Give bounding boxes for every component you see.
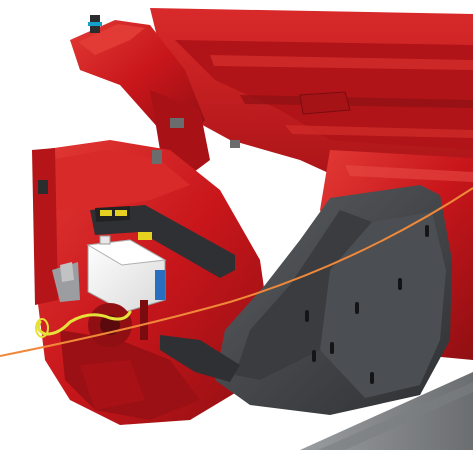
hydraulic-tank — [86, 235, 167, 313]
ground-plane — [300, 372, 473, 450]
side-guard-plate — [160, 185, 452, 415]
drive-assembly — [52, 262, 148, 410]
frame-bolts — [152, 118, 240, 164]
warning-sticker — [138, 232, 152, 240]
warning-sticker — [115, 210, 127, 216]
warning-sticker — [100, 210, 112, 216]
ground-shadow — [318, 382, 473, 450]
callout-line — [0, 187, 473, 357]
yellow-hose — [36, 310, 132, 336]
shield-bracket — [90, 205, 235, 278]
hose-loop — [35, 318, 49, 338]
